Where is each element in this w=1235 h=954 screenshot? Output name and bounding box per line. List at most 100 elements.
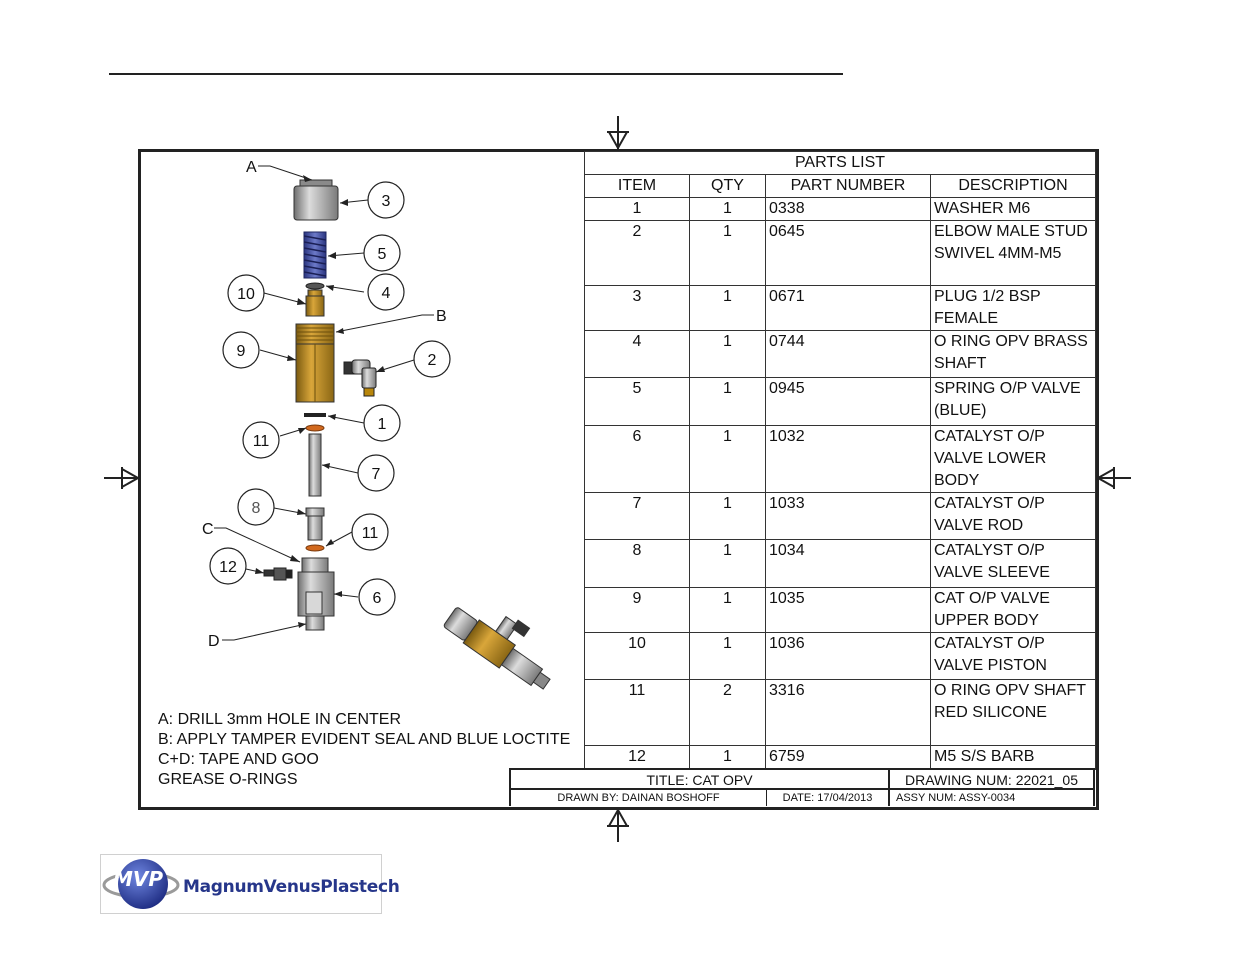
drawn-by: DRAWN BY: DAINAN BOSHOFF <box>511 790 767 806</box>
header-description: DESCRIPTION <box>930 174 1096 198</box>
cell-part-number: 0338 <box>765 197 931 221</box>
company-logo: MVP MagnumVenusPlastech <box>100 854 400 914</box>
cell-part-number: 0945 <box>765 377 931 426</box>
part-rod <box>308 433 322 497</box>
balloon-label: 8 <box>252 500 261 517</box>
cell-item: 10 <box>584 632 690 680</box>
description-line: VALVE LOWER BODY <box>934 450 1047 489</box>
balloon-label: 9 <box>237 343 246 360</box>
cell-item: 3 <box>584 285 690 331</box>
balloon-label: 10 <box>237 286 255 303</box>
balloon-circles <box>209 181 451 616</box>
balloon-label: 2 <box>428 352 437 369</box>
cell-item: 6 <box>584 425 690 493</box>
description-line: CATALYST O/P <box>934 495 1045 512</box>
description-line: SWIVEL 4MM-M5 <box>934 245 1062 262</box>
cell-part-number: 1034 <box>765 539 931 588</box>
balloon-label: 6 <box>373 590 382 607</box>
cell-description: CATALYST O/P VALVE LOWER BODY <box>930 425 1096 493</box>
leader-lines <box>214 165 434 641</box>
note-line: C+D: TAPE AND GOO <box>158 751 319 768</box>
description-line: FEMALE <box>934 310 999 327</box>
part-upper-body <box>295 323 335 403</box>
balloon-label: 5 <box>378 246 387 263</box>
cell-description: O RING OPV BRASS SHAFT <box>930 330 1096 378</box>
description-line: UPPER BODY <box>934 612 1039 629</box>
cell-part-number: 3316 <box>765 679 931 746</box>
center-mark-top <box>607 116 629 151</box>
cell-item: 5 <box>584 377 690 426</box>
part-elbow-fitting <box>343 359 377 397</box>
letter-label-c: C <box>202 521 214 538</box>
cell-qty: 1 <box>689 377 766 426</box>
part-oring-silicone-2 <box>305 544 325 552</box>
cell-item: 11 <box>584 679 690 746</box>
description-line: VALVE SLEEVE <box>934 564 1050 581</box>
description-line: CAT O/P VALVE <box>934 590 1050 607</box>
title-text: TITLE: CAT OPV <box>511 770 890 790</box>
balloon-label: 11 <box>362 525 379 542</box>
part-sleeve <box>305 507 325 541</box>
description-line: M5 S/S BARB <box>934 748 1035 765</box>
header-part-number: PART NUMBER <box>765 174 931 198</box>
cell-qty: 1 <box>689 425 766 493</box>
cell-description: WASHER M6 <box>930 197 1096 221</box>
cell-qty: 1 <box>689 220 766 286</box>
description-line: O RING OPV BRASS <box>934 333 1088 350</box>
letter-label-a: A <box>246 159 257 176</box>
note-line: A: DRILL 3mm HOLE IN CENTER <box>158 711 402 728</box>
header-qty: QTY <box>689 174 766 198</box>
description-line: SHAFT <box>934 355 987 372</box>
part-oring-brass <box>305 282 325 290</box>
assembled-valve-iso <box>443 607 551 690</box>
part-barb <box>263 567 293 581</box>
cell-description: SPRING O/P VALVE(BLUE) <box>930 377 1096 426</box>
cell-item: 2 <box>584 220 690 286</box>
cell-part-number: 0671 <box>765 285 931 331</box>
center-mark-bottom <box>607 807 629 842</box>
cell-qty: 1 <box>689 492 766 540</box>
cell-part-number: 1036 <box>765 632 931 680</box>
logo-company-name: MagnumVenusPlastech <box>183 877 400 897</box>
cell-part-number: 0645 <box>765 220 931 286</box>
center-mark-right <box>1095 467 1131 489</box>
note-line: GREASE O-RINGS <box>158 771 298 788</box>
cell-description: M5 S/S BARB <box>930 745 1096 770</box>
cell-part-number: 6759 <box>765 745 931 770</box>
cell-item: 7 <box>584 492 690 540</box>
cell-item: 4 <box>584 330 690 378</box>
logo-badge: MVP <box>113 867 164 891</box>
cell-description: CAT O/P VALVE UPPER BODY <box>930 587 1096 633</box>
cell-item: 12 <box>584 745 690 770</box>
description-line: CATALYST O/P <box>934 635 1045 652</box>
parts-list-table: PARTS LIST ITEM QTY PART NUMBER DESCRIPT… <box>584 151 1096 770</box>
parts-list-title-row: PARTS LIST <box>584 151 1096 175</box>
cell-part-number: 0744 <box>765 330 931 378</box>
cell-qty: 2 <box>689 679 766 746</box>
description-line: CATALYST O/P <box>934 428 1045 445</box>
part-spring <box>303 231 327 279</box>
description-line: (BLUE) <box>934 402 987 419</box>
part-washer <box>304 413 326 417</box>
center-mark-left <box>104 467 141 489</box>
drawing-number: DRAWING NUM: 22021_05 <box>890 770 1093 790</box>
assembly-number: ASSY NUM: ASSY-0034 <box>896 792 1016 804</box>
balloon-label: 11 <box>253 433 270 450</box>
cell-qty: 1 <box>689 330 766 378</box>
cell-part-number: 1032 <box>765 425 931 493</box>
